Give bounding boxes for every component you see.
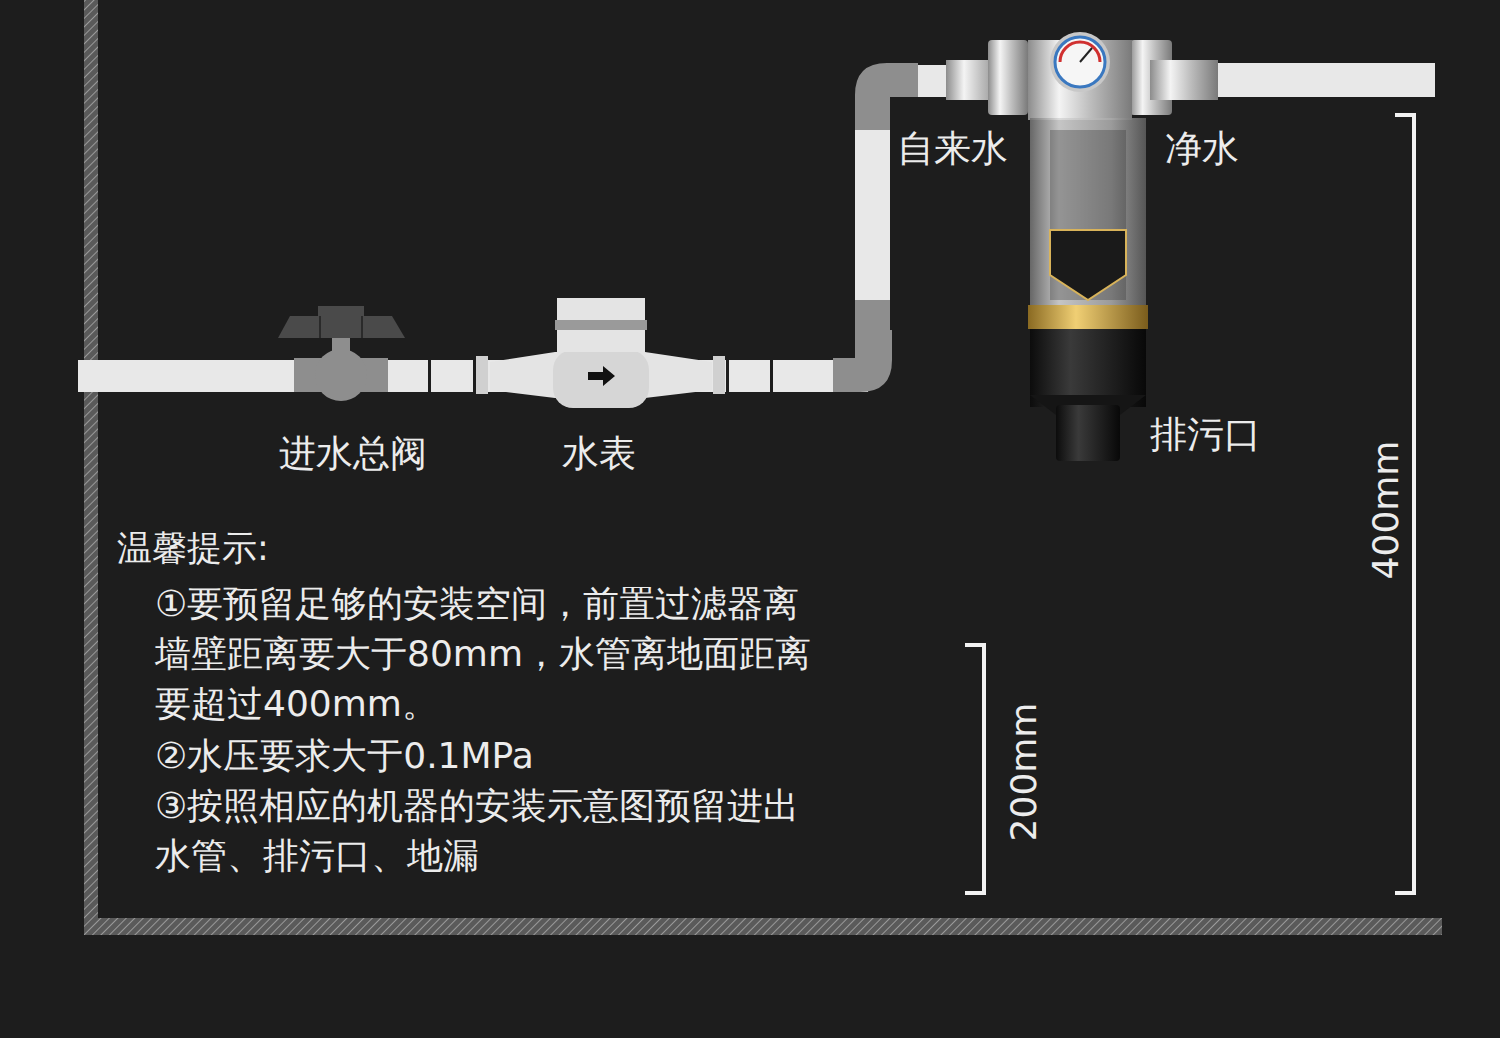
pipe-nut [476,356,488,394]
note-text: ③按照相应的机器的安装示意图预留进出水管、排污口、地漏 [155,781,825,881]
part-label: 进水总阀 [279,433,427,476]
floor [84,918,1442,935]
main-valve [278,306,405,401]
prefilter [946,32,1435,461]
note-heading: 温馨提示: [117,528,269,568]
inlet-label: 自来水 [897,128,1008,171]
dimension-label: 200mm [1003,703,1044,842]
note-text: ②水压要求大于0.1MPa [155,731,855,781]
pipe-nut [713,356,725,394]
dimension-label: 400mm [1365,441,1406,580]
note-text: ①要预留足够的安装空间，前置过滤器离墙壁距离要大于80mm，水管离地面距离要超过… [155,579,825,729]
drain-label: 排污口 [1150,414,1261,457]
pipe-elbow [833,330,892,392]
part-label: 水表 [562,433,636,476]
wall [84,0,98,935]
pipe-elbow [855,63,918,130]
water-meter [490,298,712,408]
outlet-label: 净水 [1165,128,1239,171]
pipe [918,65,948,97]
dimension-bracket [965,645,984,893]
